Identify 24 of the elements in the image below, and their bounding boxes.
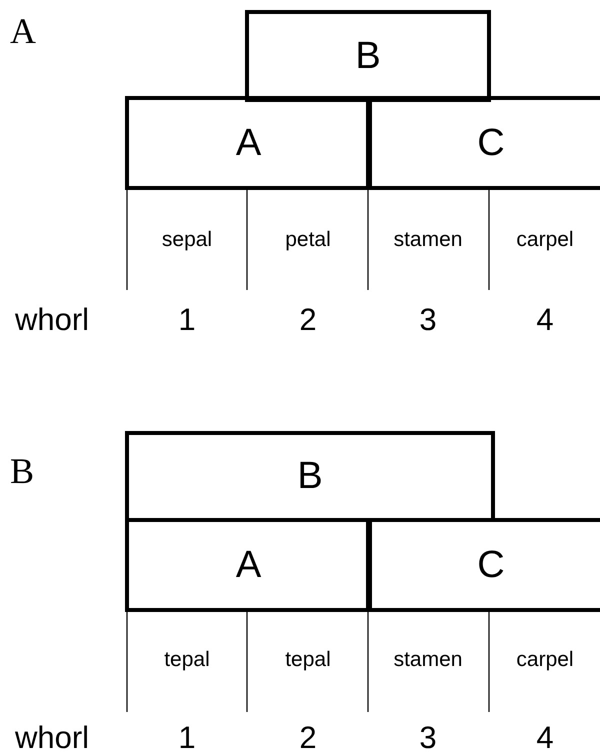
organ-label: stamen <box>394 228 462 252</box>
whorl-number: 2 <box>299 302 317 338</box>
organ-label: sepal <box>162 228 212 252</box>
gene-function-box: A <box>125 96 372 190</box>
row-label: whorl <box>14 720 90 754</box>
gene-function-box: C <box>366 518 600 612</box>
whorl-number: 4 <box>536 302 554 338</box>
organ-label: tepal <box>285 648 331 672</box>
gene-function-box: B <box>245 10 491 102</box>
whorl-number: 3 <box>419 302 437 338</box>
panel-letter: B <box>10 450 34 492</box>
organ-label: petal <box>285 228 331 252</box>
whorl-number: 1 <box>178 720 196 754</box>
row-label: whorl <box>14 302 90 338</box>
whorl-number: 1 <box>178 302 196 338</box>
organ-label: stamen <box>394 648 462 672</box>
whorl-number: 4 <box>536 720 554 754</box>
whorl-number: 3 <box>419 720 437 754</box>
organ-label: tepal <box>164 648 210 672</box>
organ-label: carpel <box>516 228 574 252</box>
panel-letter: A <box>10 10 36 52</box>
organ-label: carpel <box>516 648 574 672</box>
whorl-number: 2 <box>299 720 317 754</box>
gene-function-box: C <box>366 96 600 190</box>
